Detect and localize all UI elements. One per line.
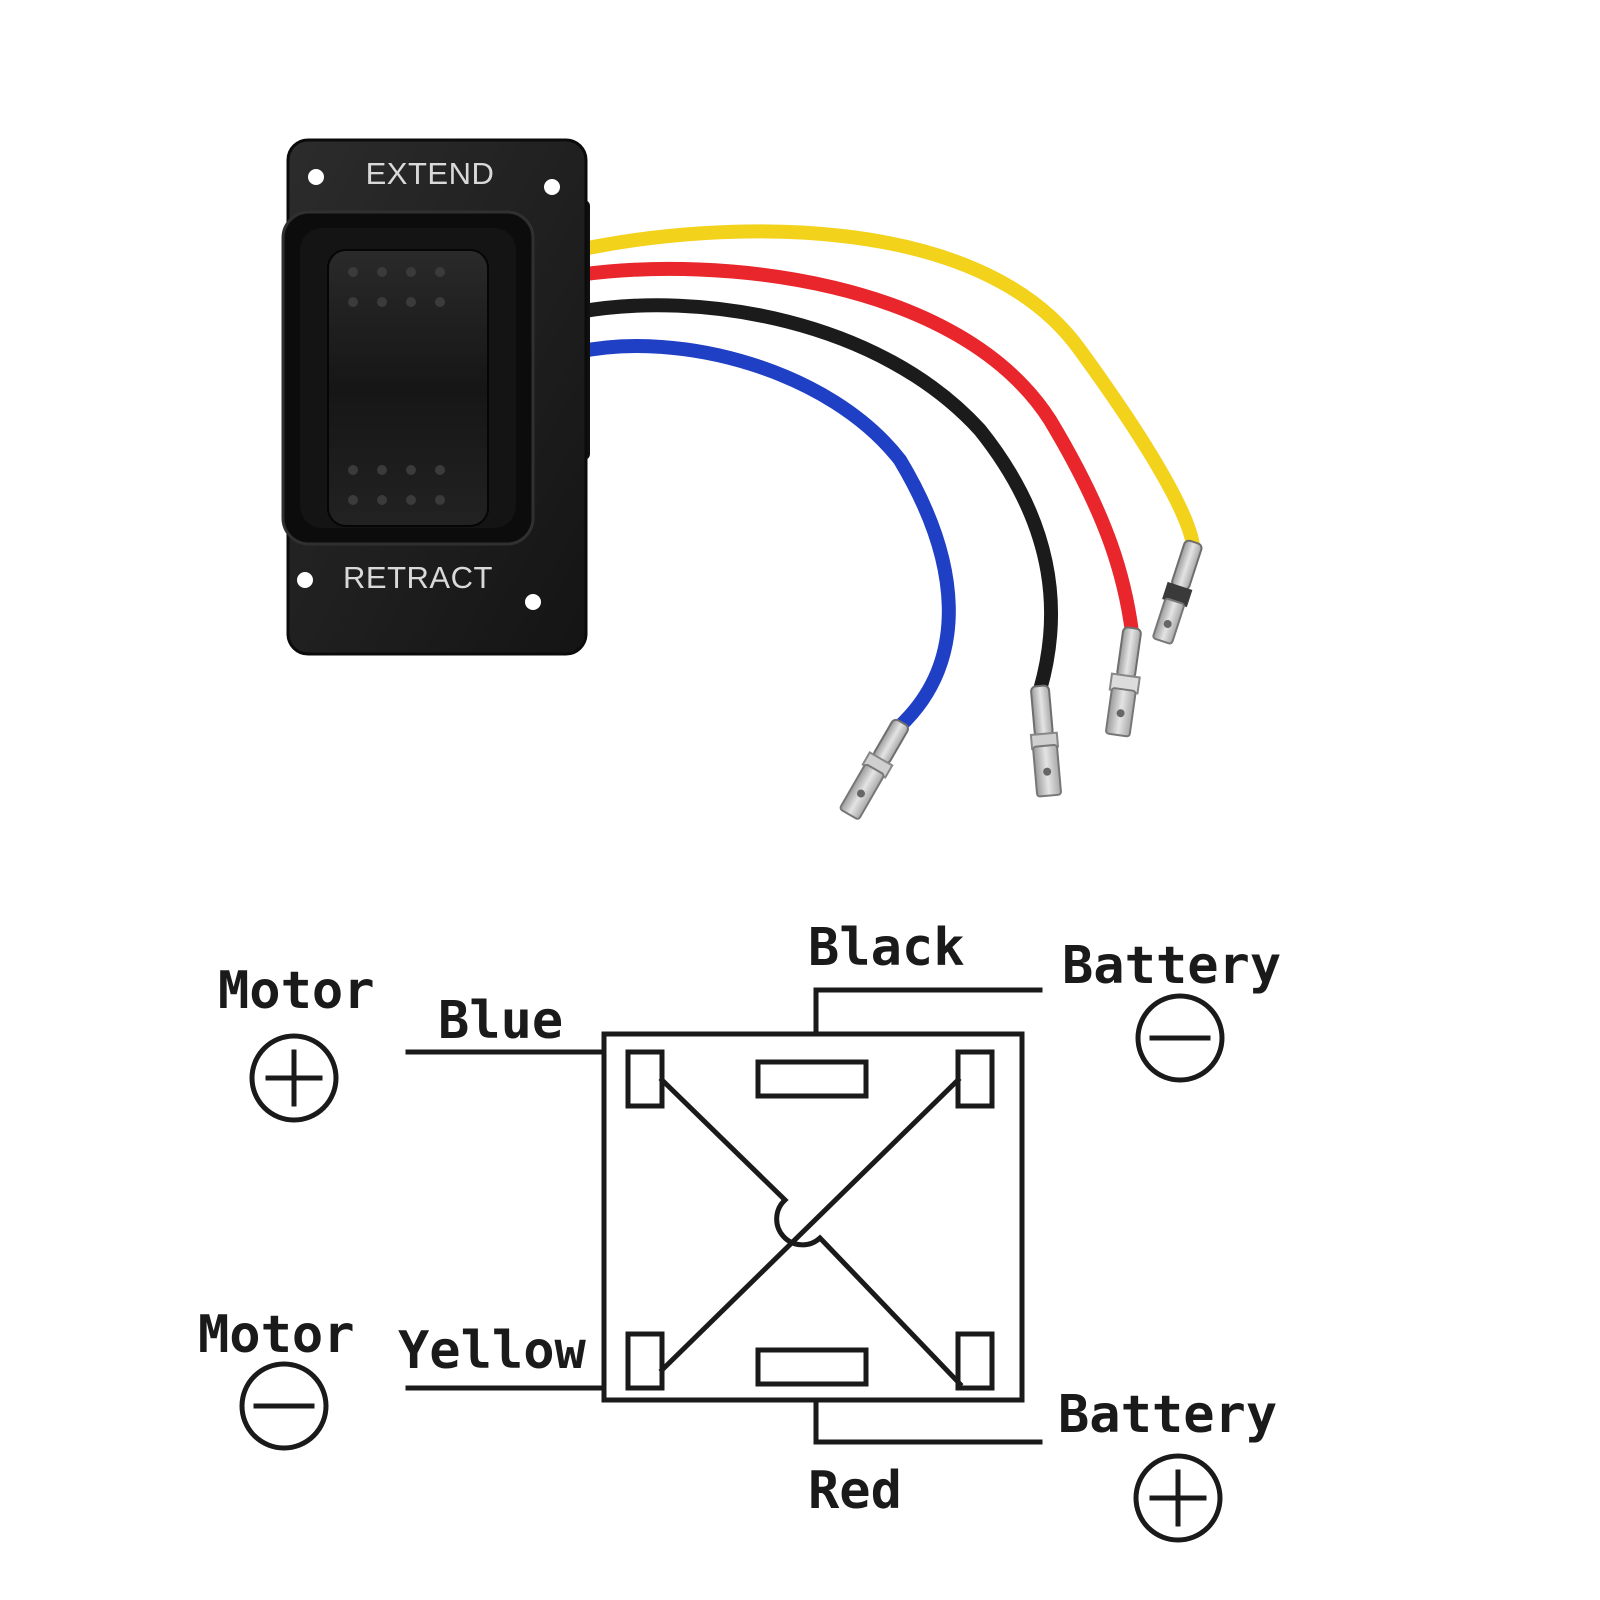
terminal-top-right <box>955 1049 995 1109</box>
battery-negative-label: Battery <box>1062 936 1281 996</box>
blue-wire-terminal <box>839 718 909 820</box>
cross-link-top-right-to-bottom-left <box>658 1076 962 1374</box>
yellow-wire-terminal <box>1152 539 1203 645</box>
black-wire-terminal <box>1029 684 1062 798</box>
terminal-bottom-center <box>755 1347 869 1387</box>
terminal-bottom-left <box>625 1331 665 1391</box>
red-wire-terminal <box>1105 626 1142 738</box>
extend-label: EXTEND <box>366 156 495 191</box>
rocker-grip-dots-bottom <box>348 465 445 505</box>
red-wire-label: Red <box>808 1461 902 1521</box>
rocker-actuator[interactable] <box>327 249 489 527</box>
motor-negative-label: Motor <box>198 1305 355 1365</box>
terminal-top-center <box>755 1059 869 1099</box>
switch-outline <box>601 1031 1025 1403</box>
cross-link-top-left-to-bottom-right <box>658 1076 964 1388</box>
motor-positive-label: Motor <box>218 961 375 1021</box>
mounting-hole-icon <box>525 594 541 610</box>
black-lead-line <box>813 987 1043 1037</box>
rocker-grip-dots-top <box>348 267 445 307</box>
yellow-wire-label: Yellow <box>398 1321 587 1381</box>
mounting-hole-icon <box>544 179 560 195</box>
terminal-bottom-right <box>955 1331 995 1391</box>
battery-positive-label: Battery <box>1058 1385 1277 1445</box>
red-lead-line <box>813 1397 1043 1445</box>
battery-negative-minus-icon <box>1135 993 1225 1083</box>
rocker-switch-photo: EXTEND RETRACT <box>281 138 1203 820</box>
terminal-top-left <box>625 1049 665 1109</box>
switch-wires <box>571 224 1200 733</box>
motor-positive-plus-icon <box>249 1033 339 1123</box>
motor-negative-minus-icon <box>239 1361 329 1451</box>
blue-wire-label: Blue <box>438 991 563 1051</box>
retract-label: RETRACT <box>343 560 493 595</box>
battery-positive-plus-icon <box>1133 1453 1223 1543</box>
yellow-wire <box>571 224 1200 553</box>
black-wire <box>571 298 1059 697</box>
mounting-hole-icon <box>297 572 313 588</box>
blue-wire <box>571 339 956 733</box>
black-wire-label: Black <box>808 918 965 978</box>
wiring-diagram: Blue Black Yellow Red Motor Motor Batter… <box>198 918 1281 1543</box>
spade-terminals <box>839 539 1203 820</box>
red-wire <box>571 261 1139 639</box>
mounting-hole-icon <box>308 169 324 185</box>
